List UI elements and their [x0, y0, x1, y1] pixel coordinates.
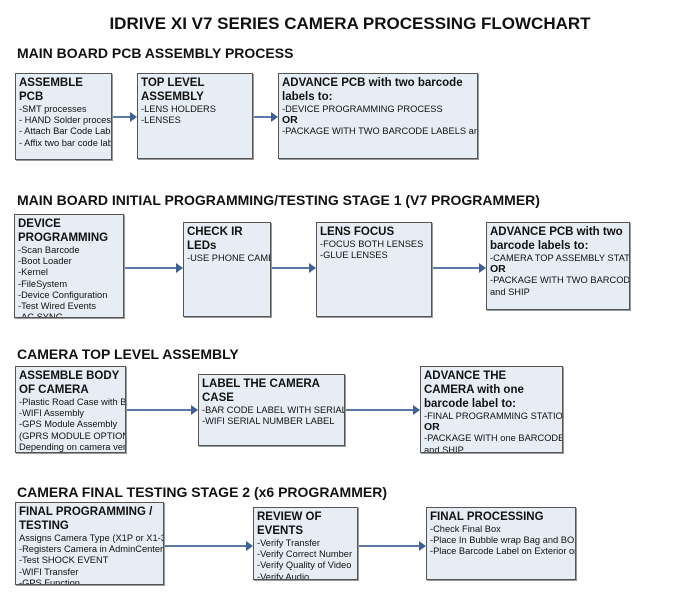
- process-step: -DEVICE PROGRAMMING PROCESS: [282, 104, 443, 114]
- process-box-title: ASSEMBLE BODY OF CAMERA: [19, 370, 120, 396]
- flow-arrow: [127, 405, 198, 415]
- process-step: OR: [490, 263, 506, 276]
- process-step: -CAMERA TOP ASSEMBLY STATION: [490, 253, 630, 263]
- process-box: ADVANCE THE CAMERA with one barcode labe…: [420, 366, 563, 453]
- process-box-title: TOP LEVEL ASSEMBLY: [141, 77, 205, 103]
- flow-arrow: [433, 263, 486, 273]
- flow-arrow: [272, 263, 316, 273]
- process-box-title: ADVANCE PCB with two barcode labels to:: [282, 77, 463, 103]
- process-box: ASSEMBLE BODY OF CAMERA-Plastic Road Cas…: [15, 366, 126, 453]
- process-step: -AC SYNC: [18, 312, 63, 318]
- process-step: -WIFI Transfer: [19, 566, 79, 577]
- process-box: ADVANCE PCB with two barcode labels to:-…: [278, 73, 478, 159]
- flow-arrow: [125, 263, 183, 273]
- flow-arrow: [359, 541, 426, 551]
- process-step: -FOCUS BOTH LENSES: [320, 239, 424, 249]
- process-step: and SHIP: [490, 286, 530, 297]
- process-box-title: FINAL PROCESSING: [430, 511, 544, 523]
- process-step: -GPS Function: [19, 577, 80, 585]
- process-box: ADVANCE PCB with two barcode labels to:-…: [486, 222, 630, 310]
- process-box: LENS FOCUS-FOCUS BOTH LENSES-GLUE LENSES: [316, 222, 432, 317]
- process-step: -Plastic Road Case with Base: [19, 397, 126, 407]
- process-box: REVIEW OF EVENTS-Verify Transfer-Verify …: [253, 507, 358, 580]
- process-step: and SHIP: [424, 444, 464, 453]
- process-step: -GPS Module Assembly: [19, 419, 118, 430]
- process-step: -Registers Camera in AdminCenter: [19, 544, 164, 555]
- process-step: -LENSES: [141, 115, 181, 126]
- process-step: -BAR CODE LABEL WITH SERIAL NUMBER: [202, 405, 345, 415]
- process-step: OR: [424, 421, 440, 434]
- process-step: - Attach Bar Code Label: [19, 126, 112, 137]
- process-box-title: LABEL THE CAMERA CASE: [202, 378, 320, 404]
- process-step: -PACKAGE WITH TWO BARCODE LABELS: [490, 275, 630, 286]
- process-step: -Place In Bubble wrap Bag and BOX: [430, 535, 576, 546]
- process-box: FINAL PROCESSING -Check Final Box-Place …: [426, 507, 576, 580]
- process-step: - HAND Solder processes: [19, 115, 111, 126]
- flow-arrow: [254, 112, 278, 122]
- process-box-title: FINAL PROGRAMMING / TESTING: [19, 506, 153, 532]
- process-box-title: DEVICE PROGRAMMING: [18, 218, 109, 244]
- process-box-title: ADVANCE PCB with two barcode labels to:: [490, 226, 623, 252]
- process-box: TOP LEVEL ASSEMBLY-LENS HOLDERS-LENSES: [137, 73, 253, 159]
- section-heading: MAIN BOARD PCB ASSEMBLY PROCESS: [17, 45, 294, 61]
- process-step: - Affix two bar code lables: [19, 137, 112, 148]
- process-box: CHECK IR LEDs-USE PHONE CAMERA: [183, 222, 271, 317]
- process-step: -GLUE LENSES: [320, 250, 388, 261]
- process-step: -Test SHOCK EVENT: [19, 555, 109, 566]
- process-step: -Verify Audio: [257, 571, 310, 580]
- process-box: ASSEMBLE PCB -SMT processes- HAND Solder…: [15, 73, 112, 160]
- process-box-title: LENS FOCUS: [320, 226, 395, 238]
- process-box: DEVICE PROGRAMMING-Scan Barcode-Boot Loa…: [14, 214, 124, 318]
- process-step: -Scan Barcode: [18, 245, 80, 255]
- process-step: -Verify Transfer: [257, 538, 321, 548]
- process-step: -WIFI SERIAL NUMBER LABEL: [202, 416, 335, 427]
- process-step: Assigns Camera Type (X1P or X1-3G): [19, 533, 164, 543]
- flow-arrow: [113, 112, 137, 122]
- section-heading: CAMERA TOP LEVEL ASSEMBLY: [17, 346, 239, 362]
- process-step: Depending on camera version): [19, 441, 126, 452]
- process-box: LABEL THE CAMERA CASE-BAR CODE LABEL WIT…: [198, 374, 345, 446]
- flow-arrow: [346, 405, 420, 415]
- process-step: -SMT processes: [19, 104, 87, 114]
- process-step: -PACKAGE WITH one BARCODE LABEL: [424, 433, 563, 444]
- process-step: (GPRS MODULE OPTIONAL: [19, 430, 125, 441]
- process-box-title: CHECK IR LEDs: [187, 226, 243, 252]
- process-step: -LENS HOLDERS: [141, 104, 216, 114]
- process-box-title: ADVANCE THE CAMERA with one barcode labe…: [424, 370, 524, 410]
- process-step: -PACKAGE WITH TWO BARCODE LABELS and SHI…: [282, 126, 477, 137]
- process-box-title: REVIEW OF EVENTS: [257, 511, 322, 537]
- process-step: -Verify Correct Number: [257, 549, 353, 560]
- process-step: -Device Configuration: [18, 289, 108, 300]
- process-step: -FINAL PROGRAMMING STATION: [424, 411, 563, 421]
- process-step: -Verify Quality of Video: [257, 560, 352, 571]
- process-step: OR: [282, 114, 298, 127]
- process-step: -WIFI Assembly: [19, 408, 85, 419]
- process-step: -Check Final Box: [430, 524, 501, 534]
- process-step: -Test Wired Events: [18, 301, 97, 312]
- process-step: -Boot Loader: [18, 256, 72, 267]
- section-heading: CAMERA FINAL TESTING STAGE 2 (x6 PROGRAM…: [17, 484, 387, 500]
- flow-arrow: [165, 541, 253, 551]
- process-step: -FileSystem: [18, 278, 68, 289]
- process-box-title: ASSEMBLE PCB: [19, 77, 83, 103]
- process-step: -Place Barcode Label on Exterior or Box: [430, 546, 575, 557]
- process-step: -Kernel: [18, 267, 48, 278]
- flowchart-title: IDRIVE XI V7 SERIES CAMERA PROCESSING FL…: [109, 14, 591, 33]
- process-step: -USE PHONE CAMERA: [187, 253, 270, 263]
- section-heading: MAIN BOARD INITIAL PROGRAMMING/TESTING S…: [17, 192, 540, 208]
